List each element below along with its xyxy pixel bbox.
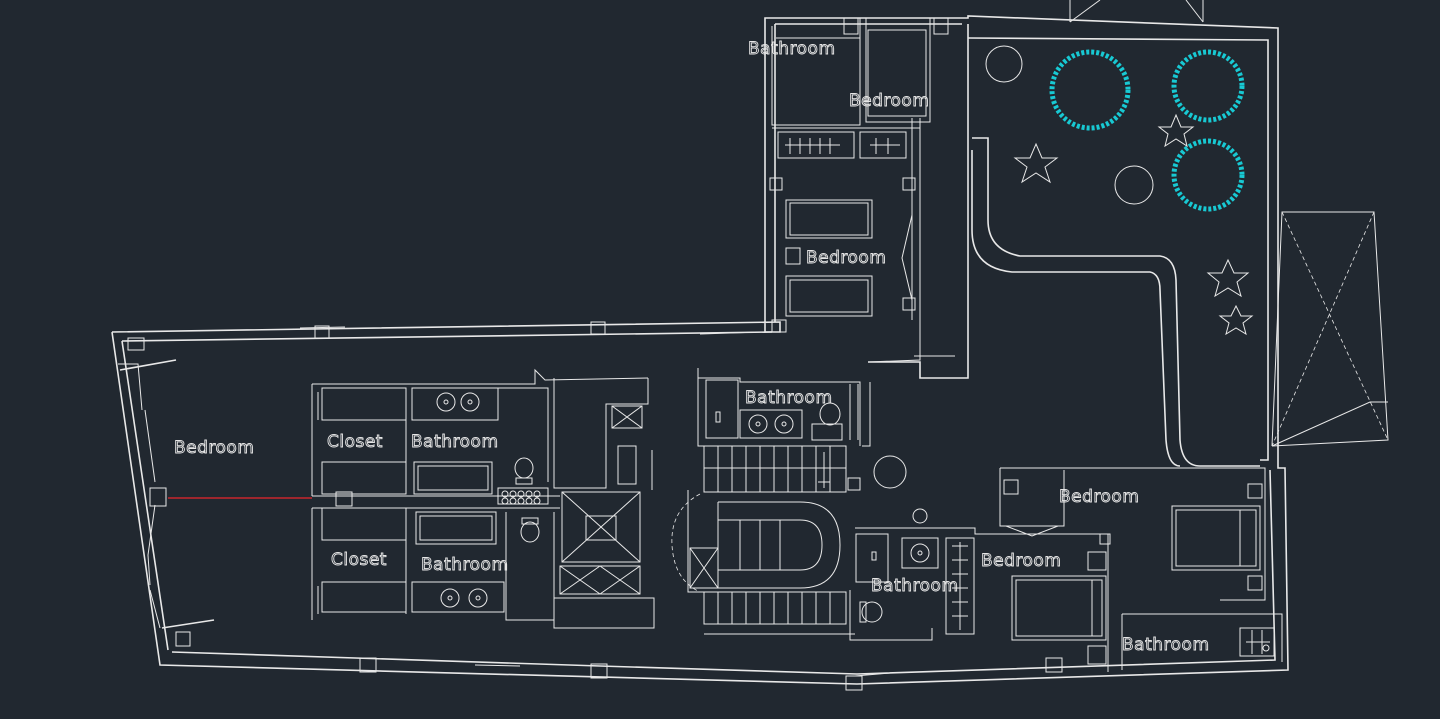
top-wing-rooms [769,17,955,363]
label-bathroom-bottom-right: Bathroom [1122,635,1210,655]
label-closet-upper: Closet [327,432,383,452]
palm-shrub-icon [1157,113,1195,148]
staircase-icon [671,368,855,635]
label-bathroom-lower: Bathroom [421,555,509,575]
label-bedroom-right-mid: Bedroom [981,551,1061,571]
room-labels: Bathroom Bedroom Bedroom Bedroom Closet … [174,39,1210,656]
label-bedroom-right-upper: Bedroom [1059,487,1139,507]
tree-canopy-icon [1171,49,1245,123]
exterior-walls [111,15,1289,691]
garden-terrace [971,0,1389,467]
center-bathroom [698,377,928,524]
label-bathroom-right-mid: Bathroom [871,576,959,596]
label-bathroom-upper: Bathroom [411,432,499,452]
tree-canopy-icon [1049,49,1131,131]
central-service-core [553,378,655,629]
palm-shrub-icon [1206,258,1250,298]
palm-shrub-icon [1013,142,1059,184]
right-rooms [849,467,1283,672]
label-bathroom-center: Bathroom [745,388,833,408]
label-bathroom-top: Bathroom [748,39,836,59]
tree-canopy-icon [1171,138,1245,212]
label-bedroom-mid: Bedroom [806,248,886,268]
label-bedroom-top: Bedroom [849,91,929,111]
left-suite [168,368,649,621]
label-bedroom-left: Bedroom [174,438,254,458]
palm-shrub-icon [1218,304,1254,336]
label-closet-lower: Closet [331,550,387,570]
